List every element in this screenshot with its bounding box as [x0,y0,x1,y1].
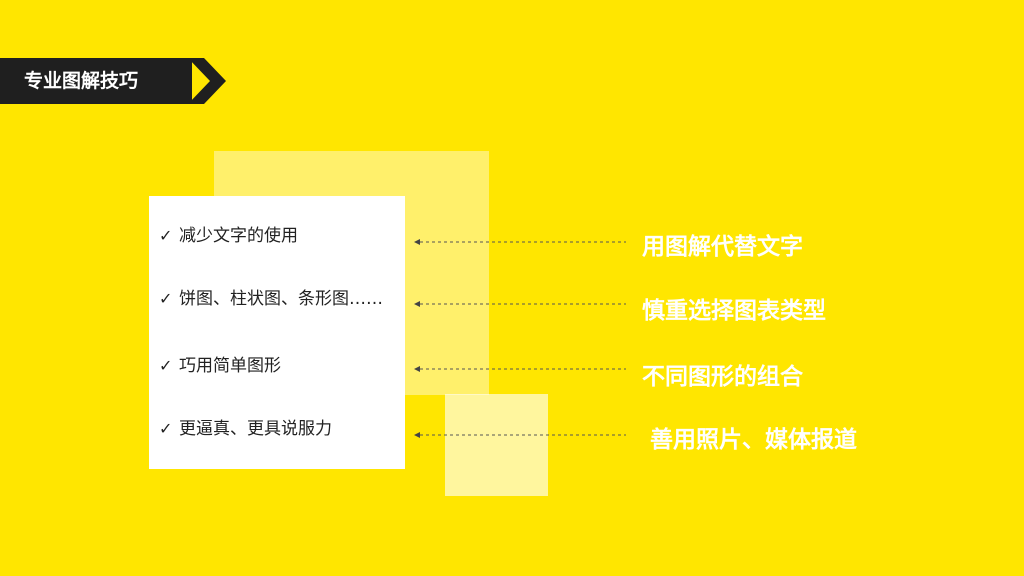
checkmark-icon: ✓ [159,289,173,308]
checklist-item: ✓ 巧用简单图形 [159,354,281,378]
dashed-arrow-connector [414,366,626,372]
checkmark-icon: ✓ [159,226,173,245]
checklist-card [149,196,405,469]
tip-heading: 用图解代替文字 [642,234,803,260]
checklist-item-text: 更逼真、更具说服力 [179,419,332,439]
checklist-item: ✓ 饼图、柱状图、条形图…… [159,287,383,311]
decorative-square-small [445,394,548,496]
checklist-item-text: 减少文字的使用 [179,226,298,246]
dashed-arrow-connector [414,239,626,245]
tip-heading: 慎重选择图表类型 [642,298,826,324]
checklist-item-text: 饼图、柱状图、条形图…… [179,289,383,309]
page-title-banner: 专业图解技巧 [0,58,192,104]
checklist-item: ✓ 更逼真、更具说服力 [159,417,332,441]
dashed-arrow-connector [414,432,626,438]
checkmark-icon: ✓ [159,419,173,438]
tip-heading: 善用照片、媒体报道 [650,427,857,453]
chevron-right-icon [188,58,226,104]
checklist-item-text: 巧用简单图形 [179,356,281,376]
tip-heading: 不同图形的组合 [642,364,803,390]
checklist-item: ✓ 减少文字的使用 [159,224,298,248]
page-title: 专业图解技巧 [24,70,139,92]
dashed-arrow-connector [414,301,626,307]
checkmark-icon: ✓ [159,356,173,375]
